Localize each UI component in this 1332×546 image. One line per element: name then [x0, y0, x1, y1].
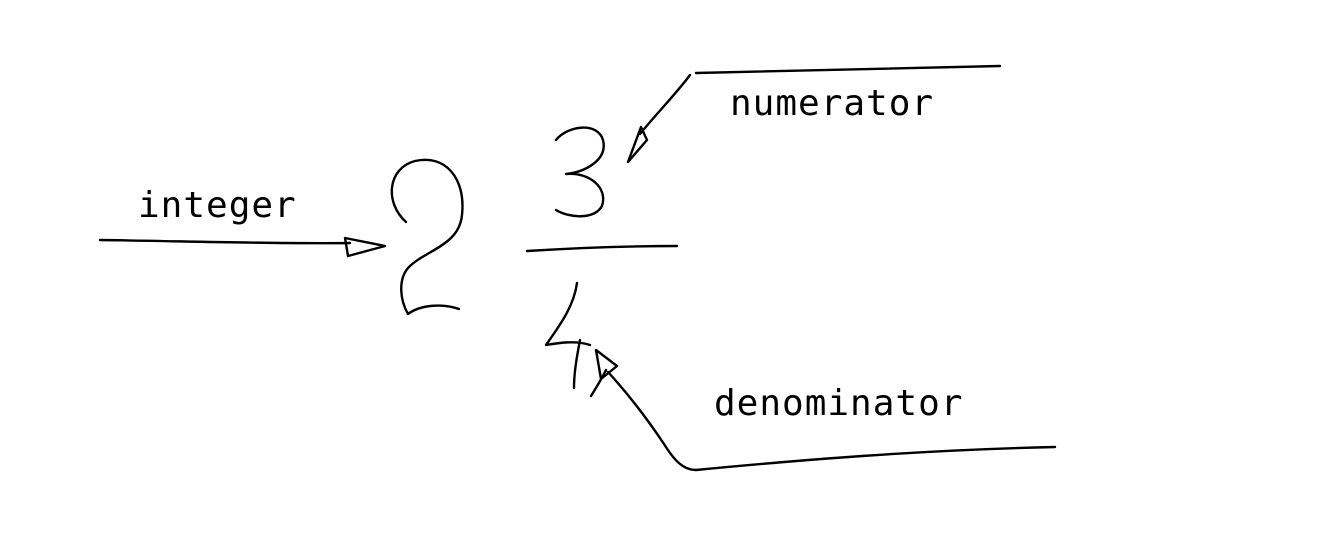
- fraction-bar: [525, 244, 679, 253]
- integer-arrow-shaft: [98, 238, 352, 245]
- denominator-arrowhead: [594, 348, 619, 381]
- integer-arrowhead: [343, 236, 387, 258]
- denominator-label: denominator: [714, 383, 964, 424]
- handwritten-denominator-4: [544, 281, 592, 347]
- handwritten-integer-2: [390, 158, 464, 316]
- handwritten-numerator-3: [554, 126, 605, 218]
- numerator-arrowhead: [626, 125, 649, 164]
- denominator-arrow-shaft: [606, 370, 698, 472]
- integer-label: integer: [138, 185, 297, 226]
- denominator-leader-line: [694, 445, 1057, 472]
- handwritten-denominator-4-stem: [572, 338, 582, 390]
- numerator-arrow-shaft: [638, 73, 692, 136]
- numerator-label: numerator: [730, 83, 935, 124]
- denominator-arrow-tail: [589, 368, 608, 398]
- numerator-leader-line: [694, 64, 1002, 75]
